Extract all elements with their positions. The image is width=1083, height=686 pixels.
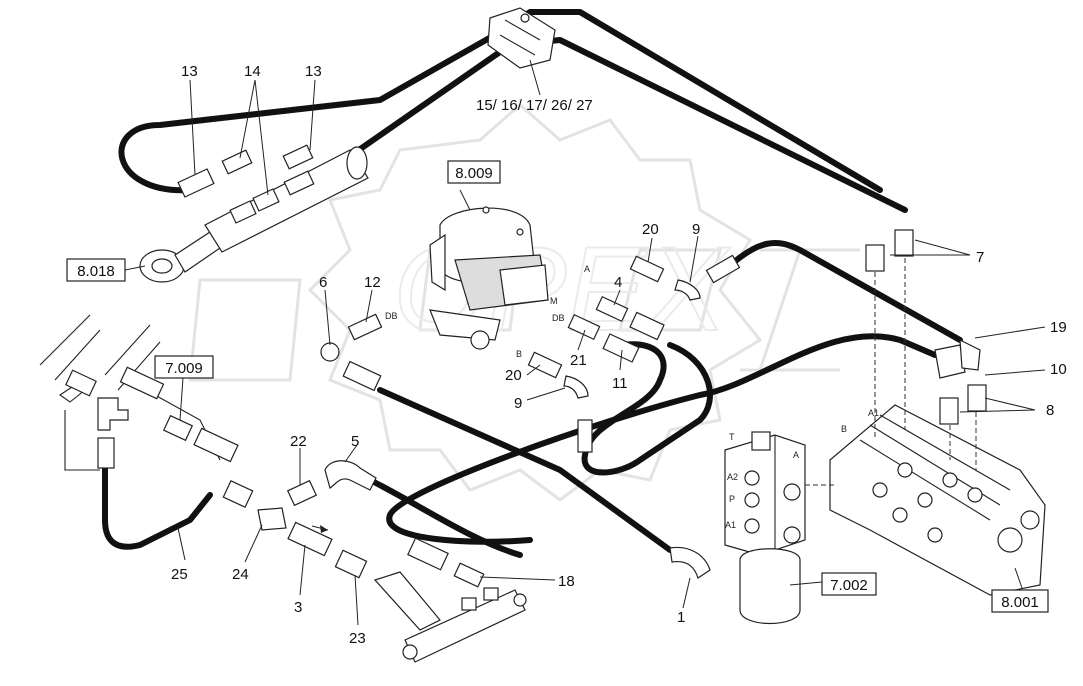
box-7002-frame — [821, 572, 877, 596]
callout-4: 4 — [614, 274, 622, 291]
box-8001-frame — [991, 589, 1049, 613]
callout-21: 21 — [570, 352, 587, 369]
port-t: T — [729, 432, 735, 442]
box-8009-frame — [447, 160, 501, 184]
port-m: M — [550, 296, 558, 306]
port-a1: A1 — [725, 520, 736, 530]
box-8018-label: 8.018 — [77, 263, 115, 280]
callout-7: 7 — [976, 249, 984, 266]
box-8001-label: 8.001 — [1001, 594, 1039, 611]
port-db-left: DB — [385, 311, 398, 321]
box-8018-frame — [66, 258, 126, 282]
callout-18: 18 — [558, 573, 575, 590]
callout-22: 22 — [290, 433, 307, 450]
box-8009-label: 8.009 — [455, 165, 493, 182]
callout-25: 25 — [171, 566, 188, 583]
fittings — [65, 144, 987, 588]
callout-15-16-17-26-27: 15/ 16/ 17/ 26/ 27 — [476, 97, 593, 114]
callout-1: 1 — [677, 609, 685, 626]
box-7009-label: 7.009 — [165, 360, 203, 377]
box-7002-label: 7.002 — [830, 577, 868, 594]
leader-lines — [124, 59, 1046, 626]
callout-24: 24 — [232, 566, 249, 583]
hydraulic-cylinder — [139, 146, 369, 283]
callout-11: 11 — [612, 375, 628, 392]
box-7009-frame — [154, 355, 214, 379]
callout-3: 3 — [294, 599, 302, 616]
port-b-motor: B — [516, 349, 522, 359]
port-letters: A DB M DB B T A2 P A1 A A1 B — [385, 264, 879, 530]
accumulator-valve — [724, 431, 806, 625]
callout-8: 8 — [1046, 402, 1054, 419]
callout-13-right: 13 — [305, 63, 322, 80]
manifold-bracket — [373, 571, 527, 663]
port-a1-valve: A1 — [868, 408, 879, 418]
hydraulic-motor — [429, 206, 549, 350]
centerlines — [805, 258, 977, 486]
callout-9-bottom: 9 — [514, 395, 522, 412]
port-p: P — [729, 494, 735, 504]
port-a2: A2 — [727, 472, 738, 482]
callout-20-bottom: 20 — [505, 367, 522, 384]
callout-numbers: 13 14 13 15/ 16/ 17/ 26/ 27 20 9 7 6 12 … — [171, 63, 1067, 647]
hose-clamp — [487, 7, 556, 69]
port-a-accumulator: A — [793, 450, 799, 460]
callout-19: 19 — [1050, 319, 1067, 336]
callout-20-top: 20 — [642, 221, 659, 238]
callout-23: 23 — [349, 630, 366, 647]
callout-6: 6 — [319, 274, 327, 291]
port-db-right: DB — [552, 313, 565, 323]
callout-5: 5 — [351, 433, 359, 450]
callout-9-top: 9 — [692, 221, 700, 238]
callout-13-left: 13 — [181, 63, 198, 80]
callout-10: 10 — [1050, 361, 1067, 378]
control-valve-block — [829, 404, 1046, 596]
callout-12: 12 — [364, 274, 381, 291]
port-a-motor: A — [584, 264, 590, 274]
port-b-valve: B — [841, 424, 847, 434]
hose-lines — [102, 9, 963, 558]
callout-14: 14 — [244, 63, 261, 80]
reference-boxes: 8.009 8.018 7.009 7.002 8.001 — [66, 160, 1049, 613]
flow-arrow-icon — [320, 525, 328, 533]
